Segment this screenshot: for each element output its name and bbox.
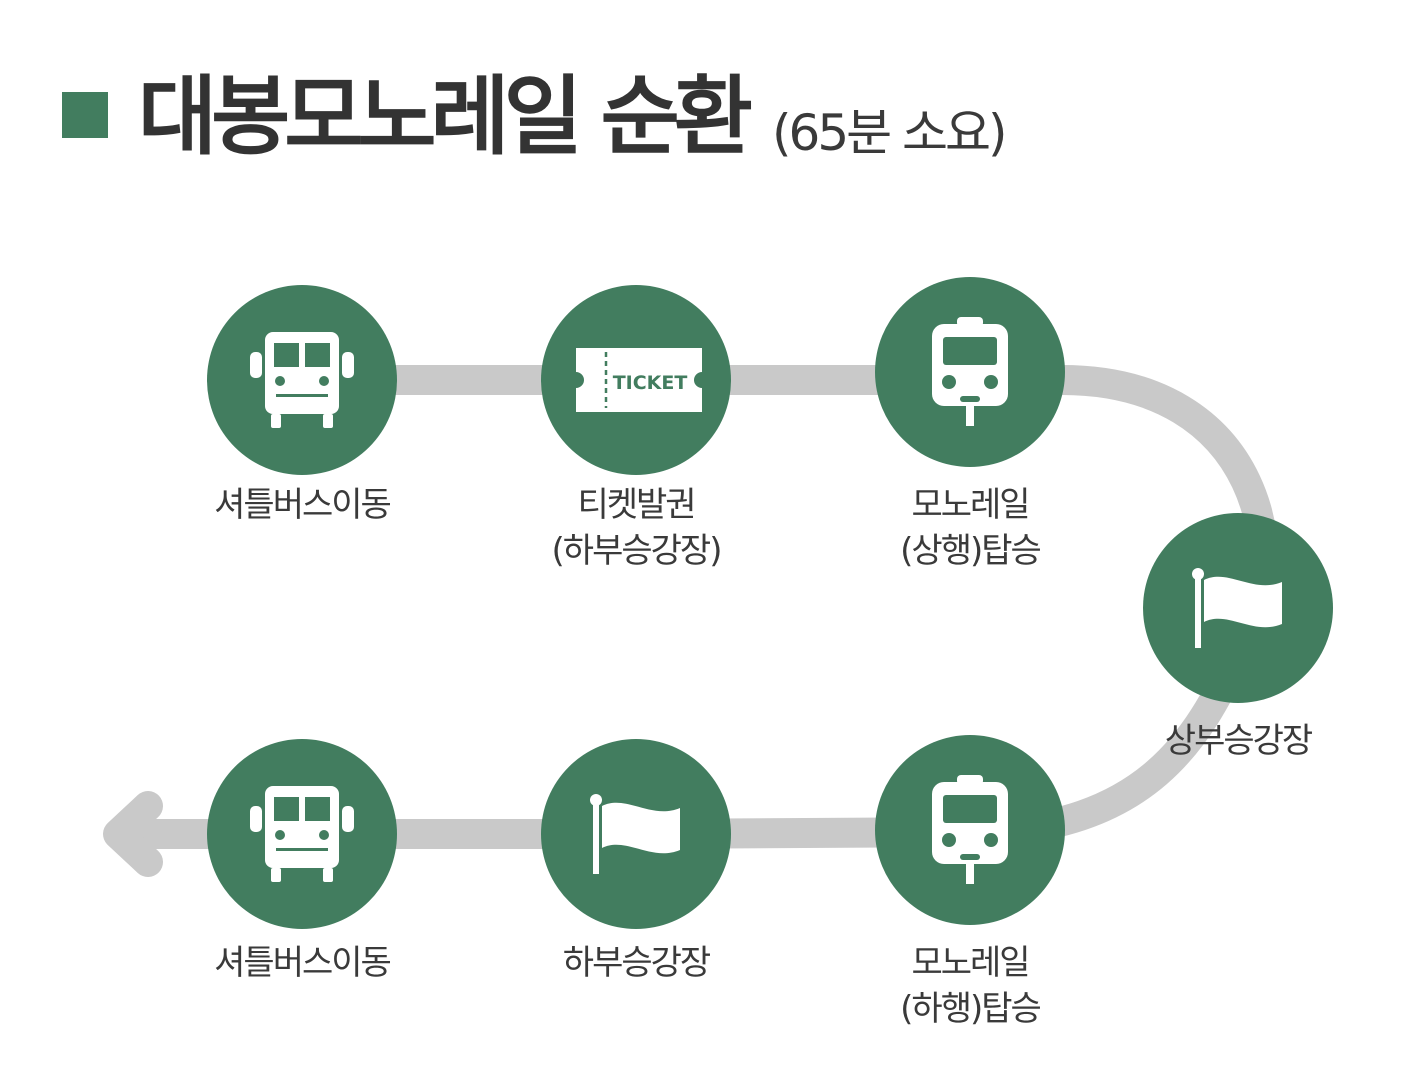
step-label-line: 하부승강장 [562,943,711,983]
arrow-head-icon [103,791,163,877]
step-label-line: (하부승강장) [551,531,723,571]
step-label-line: 셔틀버스이동 [214,485,392,525]
route-step-4 [1143,513,1333,703]
bus-icon [250,786,354,882]
route-step-1 [207,285,397,475]
route-step-3 [875,277,1065,467]
monorail-icon [932,317,1008,426]
step-label-6: 하부승강장 [506,940,766,986]
step-label-line: (하행)탑승 [900,989,1042,1029]
step-label-line: 상부승강장 [1164,721,1313,761]
step-label-5: 모노레일 (하행)탑승 [840,940,1100,1032]
route-step-2: TICKET [541,285,731,475]
step-label-line: 모노레일 [911,943,1030,983]
ticket-icon: TICKET [576,348,702,412]
step-label-2: 티켓발권 (하부승강장) [506,482,766,574]
page-title: 대봉모노레일 순환 [138,67,753,167]
flag-icon [1192,568,1282,648]
step-label-line: 모노레일 [911,485,1030,525]
bus-icon [250,332,354,428]
route-step-7 [207,739,397,929]
page-subtitle: (65분 소요) [772,104,1008,162]
route-nodes: TICKET [207,277,1333,929]
route-step-5 [875,735,1065,925]
step-label-1: 셔틀버스이동 [172,482,432,528]
title-square-icon [62,92,108,138]
step-label-3: 모노레일 (상행)탑승 [840,482,1100,574]
route-step-6 [541,739,731,929]
step-label-line: (상행)탑승 [900,531,1042,571]
step-label-7: 셔틀버스이동 [172,940,432,986]
monorail-icon [932,775,1008,884]
ticket-text: TICKET [613,372,688,394]
step-label-4: 상부승강장 [1108,718,1368,764]
step-label-line: 셔틀버스이동 [214,943,392,983]
step-label-line: 티켓발권 [577,485,696,525]
flag-icon [590,794,680,874]
